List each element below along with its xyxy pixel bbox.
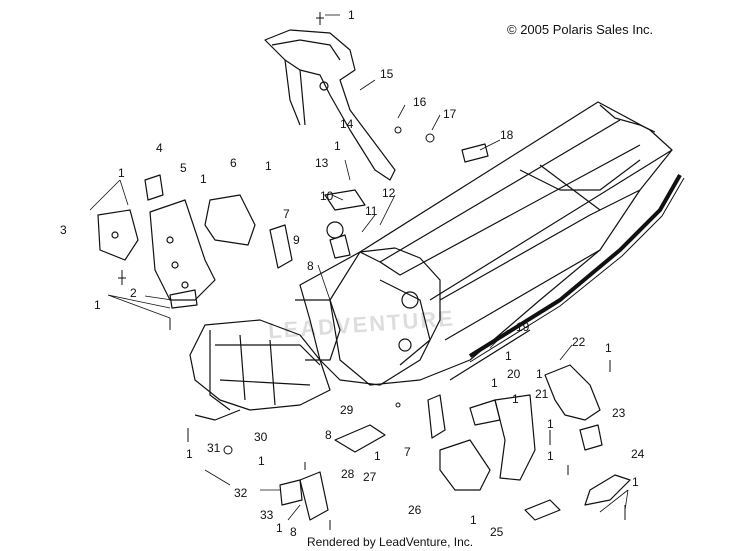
callout-9: 9 [293,233,300,247]
footer-credit: Rendered by LeadVenture, Inc. [307,535,474,549]
plate-5 [149,199,216,301]
callout-24: 24 [631,447,645,461]
copyright-text: © 2005 Polaris Sales Inc. [507,22,654,37]
callout-1s: 1 [276,521,283,535]
callout-15: 15 [380,67,394,81]
callout-1c: 1 [265,159,272,173]
callout-1m: 1 [186,447,193,461]
bracket-6 [204,194,256,246]
callout-11: 11 [365,204,378,218]
callout-22: 22 [572,335,586,349]
bracket-25 [524,499,561,521]
leader-lines [89,14,629,521]
callout-26: 26 [408,503,422,517]
callout-1o: 1 [547,449,554,463]
callout-1b: 1 [334,139,341,153]
callout-12: 12 [382,186,396,200]
bracket-3 [97,209,139,261]
bracket-32 [279,479,303,506]
bracket-4 [144,174,164,201]
callout-1f: 1 [94,298,101,312]
callout-1p: 1 [258,454,265,468]
callout-6: 6 [230,156,237,170]
callout-1h: 1 [505,349,512,363]
bracket-7-lower [427,394,446,439]
callout-27: 27 [363,470,377,484]
bracket-28 [299,471,329,521]
callout-1g: 1 [605,341,612,355]
bracket-7-upper [269,224,293,269]
rail-24 [584,474,631,506]
callout-28: 28 [341,467,355,481]
callout-10: 10 [320,189,334,203]
callout-25: 25 [490,525,504,539]
front-bulkhead [295,247,441,386]
callout-7a: 7 [283,207,290,221]
callout-5: 5 [180,161,187,175]
callout-4: 4 [156,141,163,155]
callout-14: 14 [340,117,354,131]
callout-1k: 1 [512,392,519,406]
callout-16: 16 [413,95,427,109]
plate-27 [334,424,386,453]
callout-33: 33 [260,508,274,522]
callout-30: 30 [254,430,268,444]
callout-18: 18 [500,128,514,142]
callout-labels: 1 15 16 17 14 18 1 4 5 6 1 1 1 13 12 10 … [60,8,645,539]
bumper-22 [544,364,601,421]
callout-32: 32 [234,486,248,500]
callout-1d: 1 [118,166,125,180]
callout-1i: 1 [536,367,543,381]
callout-8b: 8 [325,428,332,442]
callout-1a: 1 [348,8,355,22]
callout-21: 21 [535,387,549,401]
clamp-10 [326,221,344,239]
bracket-26 [439,439,491,491]
chassis-tunnel [329,101,673,386]
callout-8c: 8 [290,525,297,539]
callout-1l: 1 [547,417,554,431]
callout-31: 31 [207,441,221,455]
callout-2: 2 [130,286,137,300]
callout-29: 29 [340,403,354,417]
fasteners [118,12,626,530]
slide-rail [468,174,685,363]
callout-1q: 1 [632,475,639,489]
callout-1n: 1 [374,449,381,463]
callout-3: 3 [60,223,67,237]
plate-23 [579,424,603,451]
callout-1e: 1 [200,172,207,186]
callout-23: 23 [612,406,626,420]
callout-13: 13 [315,156,329,170]
rear-bracket-21 [494,394,536,481]
callout-1r: 1 [470,513,477,527]
callout-19: 19 [516,320,530,334]
cooler-bracket-9 [329,234,351,259]
bracket-13 [324,189,366,211]
callout-17: 17 [443,107,457,121]
callout-8a: 8 [307,259,314,273]
steering-support [264,29,396,181]
callout-7b: 7 [404,445,411,459]
decal-18 [461,143,489,163]
bracket-2 [169,289,198,309]
front-lower-frame [189,319,331,421]
callout-20: 20 [507,367,521,381]
callout-1j: 1 [491,376,498,390]
